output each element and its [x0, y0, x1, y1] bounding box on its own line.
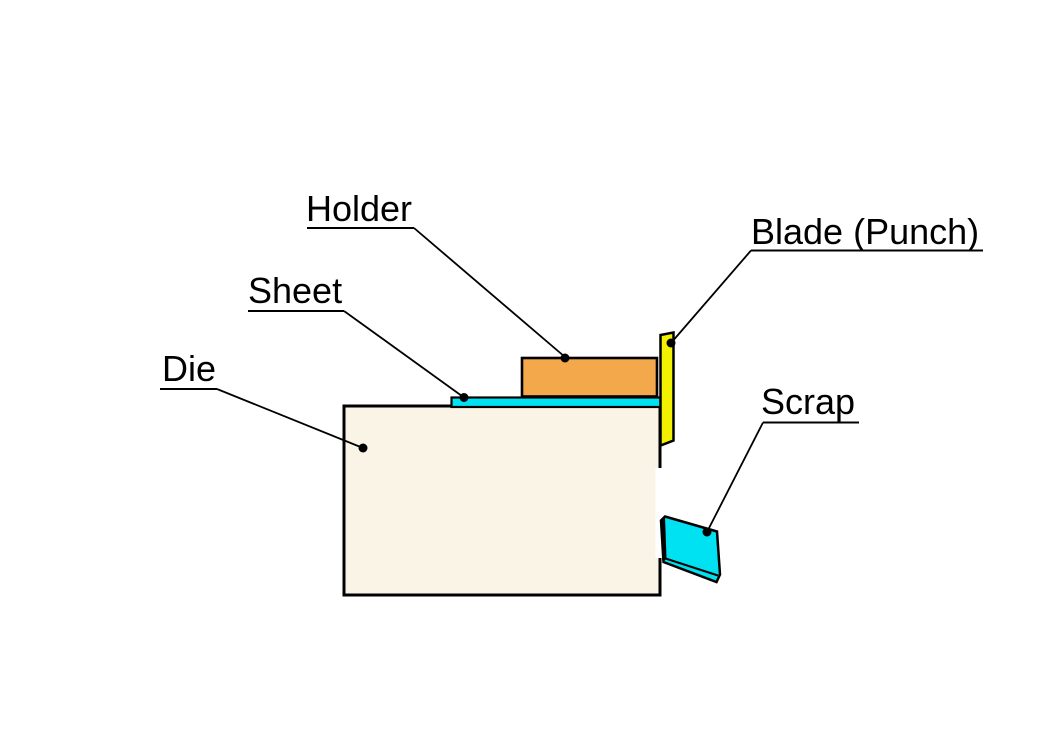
die-leader-dot [358, 443, 368, 453]
blade-callout: Blade (Punch) [666, 211, 983, 348]
scrap-shape [659, 515, 722, 584]
die-shape [342, 404, 662, 597]
scrap-leader-dot [702, 527, 712, 537]
holder-shape [520, 356, 659, 398]
scrap-body [659, 515, 722, 584]
scrap-callout: Scrap [702, 381, 859, 537]
die-label: Die [162, 348, 216, 389]
scrap-leader-line [706, 422, 764, 533]
holder-callout: Holder [306, 188, 570, 363]
die-callout: Die [160, 348, 368, 453]
die-leader-line [216, 388, 364, 449]
holder-leader-dot [560, 353, 570, 363]
holder-leader-line [413, 227, 566, 358]
blade-shape [659, 330, 675, 448]
sheet-shape [450, 396, 663, 409]
scrap-label: Scrap [761, 381, 855, 422]
blade-leader-line [670, 249, 752, 344]
sheet-leader-line [343, 310, 465, 399]
blade-leader-dot [666, 338, 676, 348]
holder-label: Holder [306, 188, 412, 229]
die-edge-gap [655, 468, 667, 558]
blade-label: Blade (Punch) [751, 211, 979, 252]
sheet-label: Sheet [248, 270, 342, 311]
scrap-fold-line [665, 557, 719, 577]
sheet-callout: Sheet [248, 270, 469, 402]
scrap-left-edge [661, 516, 667, 562]
sheet-leader-dot [459, 393, 469, 402]
